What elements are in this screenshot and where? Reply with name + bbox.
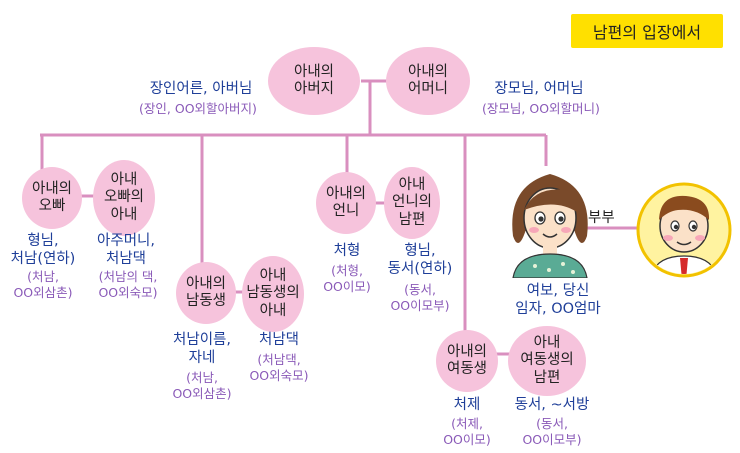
node-wife-older-sister: 아내의 언니 <box>316 172 376 234</box>
husband-portrait-icon <box>636 182 732 278</box>
couple-label: 부부 <box>588 210 615 226</box>
node-wife-older-sister-husband: 아내 언니의 남편 <box>384 167 440 239</box>
term-wife-older-brother-wife: 아주머니, 처남댁 <box>97 233 155 268</box>
node-wife-younger-sister: 아내의 여동생 <box>436 330 498 392</box>
term-wife-mother: 장모님, 어머님 <box>494 81 584 97</box>
note-wife-older-brother-wife: (처남의 댁, OO외숙모) <box>98 269 158 301</box>
node-wife-mother: 아내의 어머니 <box>386 47 470 115</box>
note-wife-younger-brother: (처남, OO외삼촌) <box>172 370 232 402</box>
node-wife-father: 아내의 아버지 <box>268 47 360 115</box>
term-wife: 여보, 당신 임자, OO엄마 <box>515 283 601 318</box>
wife-portrait-icon <box>512 174 588 278</box>
term-wife-younger-brother-wife: 처남댁 <box>258 332 300 348</box>
term-wife-father: 장인어른, 아버님 <box>149 81 253 97</box>
node-wife-older-brother: 아내의 오빠 <box>22 167 82 229</box>
note-wife-older-brother: (처남, OO외삼촌) <box>13 269 73 301</box>
term-wife-older-brother: 형님, 처남(연하) <box>10 233 76 268</box>
note-wife-younger-brother-wife: (처남댁, OO외숙모) <box>249 352 309 384</box>
title-badge: 남편의 입장에서 <box>571 14 723 48</box>
note-wife-older-sister: (처형, OO이모) <box>323 263 371 295</box>
node-wife-younger-brother: 아내의 남동생 <box>176 262 236 324</box>
note-wife-younger-sister: (처제, OO이모) <box>443 416 491 448</box>
note-wife-father: (장인, OO외할아버지) <box>139 101 257 116</box>
term-wife-older-sister-husband: 형님, 동서(연하) <box>387 243 453 278</box>
node-wife-younger-sister-husband: 아내 여동생의 남편 <box>508 326 586 396</box>
term-wife-younger-sister-husband: 동서, ~서방 <box>514 397 590 413</box>
term-wife-younger-brother: 처남이름, 자네 <box>173 332 231 367</box>
term-wife-younger-sister: 처제 <box>453 397 481 413</box>
note-wife-younger-sister-husband: (동서, OO이모부) <box>522 416 582 448</box>
node-wife-older-brother-wife: 아내 오빠의 아내 <box>93 160 155 236</box>
note-wife-older-sister-husband: (동서, OO이모부) <box>390 282 450 314</box>
node-wife-younger-brother-wife: 아내 남동생의 아내 <box>242 256 304 332</box>
term-wife-older-sister: 처형 <box>333 243 361 259</box>
note-wife-mother: (장모님, OO외할머니) <box>482 101 600 116</box>
